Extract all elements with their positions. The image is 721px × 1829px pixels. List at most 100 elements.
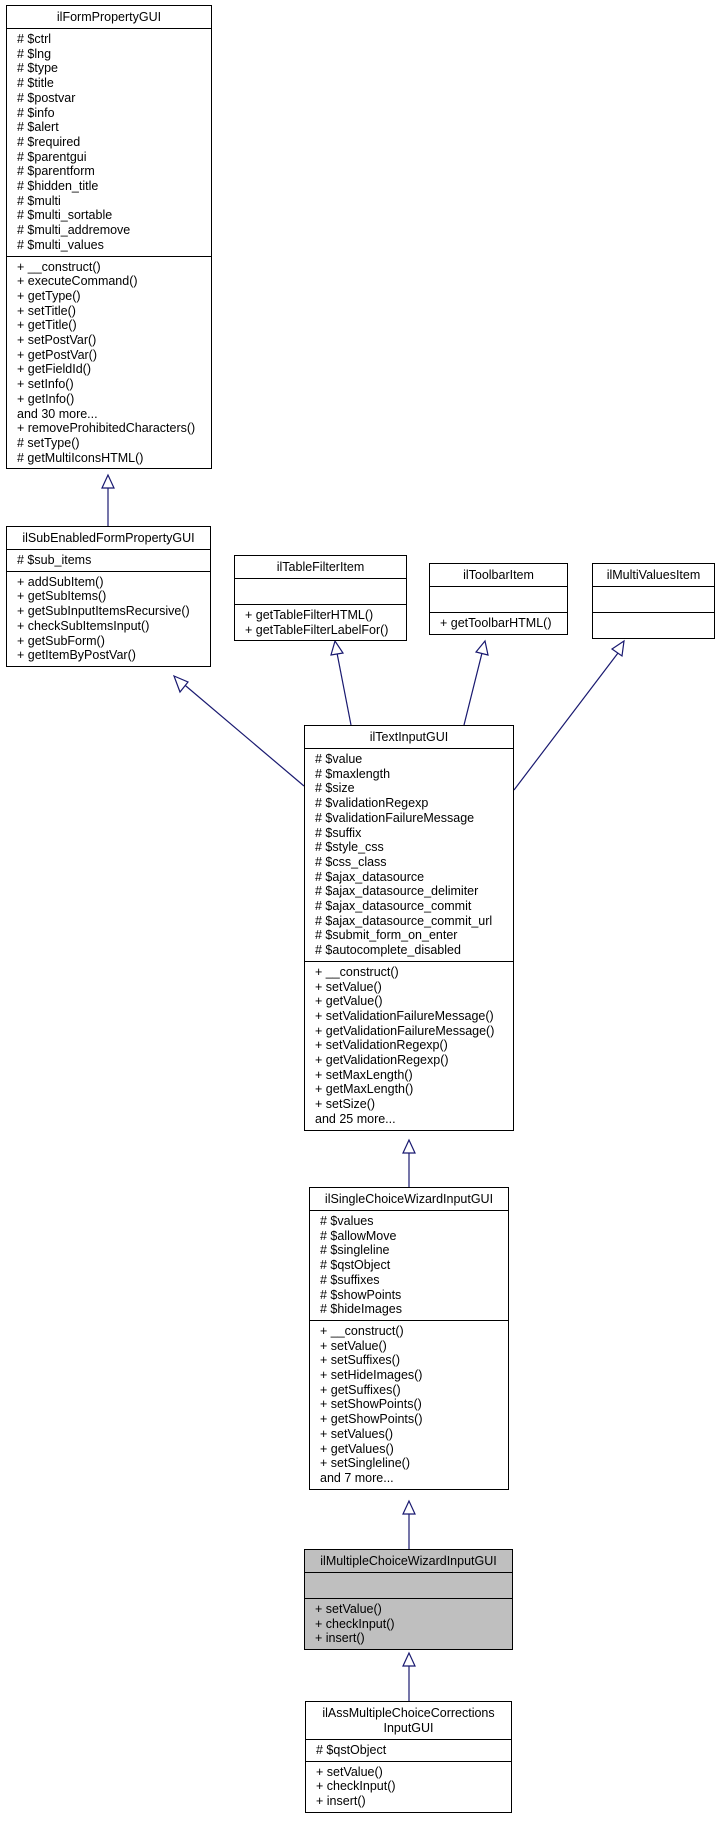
class-name: ilFormPropertyGUI xyxy=(7,6,211,29)
class-methods-section: + __construct()+ setValue()+ getValue()+… xyxy=(305,962,513,1130)
attribute-item: # $title xyxy=(17,76,54,91)
method-item: + getTableFilterLabelFor() xyxy=(245,622,389,637)
method-item: + setInfo() xyxy=(17,377,74,392)
method-item: + getType() xyxy=(17,288,81,303)
attribute-item: # $required xyxy=(17,134,81,149)
attribute-item: # $hidden_title xyxy=(17,179,99,194)
class-name: ilSingleChoiceWizardInputGUI xyxy=(310,1188,508,1211)
class-attributes-section xyxy=(305,1573,512,1599)
method-item: + setValidationRegexp() xyxy=(315,1038,448,1053)
method-item: + setSize() xyxy=(315,1097,376,1112)
attribute-item: # $ajax_datasource_commit xyxy=(315,899,472,914)
class-name: ilTableFilterItem xyxy=(235,556,406,579)
arrowhead-formproperty xyxy=(101,473,115,489)
attribute-item: # $multi_sortable xyxy=(17,208,113,223)
arrowhead-multivaluesitem xyxy=(610,639,625,658)
method-item: + getToolbarHTML() xyxy=(440,616,552,630)
attribute-item: # $parentgui xyxy=(17,149,87,164)
method-item: + insert() xyxy=(316,1794,366,1809)
attribute-item: # $type xyxy=(17,61,59,76)
attribute-item: # $ajax_datasource xyxy=(315,869,425,884)
method-item: # getMultiIconsHTML() xyxy=(17,450,144,465)
method-item: # setType() xyxy=(17,435,80,450)
attribute-item: # $hideImages xyxy=(320,1302,403,1317)
method-item: + getSubItems() xyxy=(17,589,107,604)
attribute-item: # $qstObject xyxy=(316,1743,387,1757)
attribute-item: # $suffix xyxy=(315,825,362,840)
attribute-item: # $css_class xyxy=(315,854,387,869)
class-attributes-section: # $value# $maxlength# $size# $validation… xyxy=(305,749,513,962)
method-item: + removeProhibitedCharacters() xyxy=(17,421,196,436)
attribute-item: # $size xyxy=(315,781,355,796)
class-box-iltextinputgui[interactable]: ilTextInputGUI# $value# $maxlength# $siz… xyxy=(304,725,514,1131)
class-name: ilToolbarItem xyxy=(430,564,567,587)
class-name: ilMultipleChoiceWizardInputGUI xyxy=(305,1550,512,1573)
edge-textinput-to-tablefilteritem xyxy=(336,652,352,726)
attribute-item: # $multi xyxy=(17,193,61,208)
arrowhead-multiplechoice xyxy=(402,1651,416,1667)
method-item: + setValue() xyxy=(316,1764,383,1779)
attribute-item: # $qstObject xyxy=(320,1258,391,1273)
class-methods-section: + getTableFilterHTML()+ getTableFilterLa… xyxy=(235,605,406,640)
method-item: + setSuffixes() xyxy=(320,1353,401,1368)
arrowhead-toolbaritem xyxy=(474,639,489,656)
method-item: + setValue() xyxy=(315,979,382,994)
class-name-line: ilTableFilterItem xyxy=(276,560,365,574)
method-item: + getPostVar() xyxy=(17,347,98,362)
class-box-ilmultiplechoicewizardinputgui[interactable]: ilMultipleChoiceWizardInputGUI + setValue… xyxy=(304,1549,513,1651)
class-methods-section: + __construct()+ setValue()+ setSuffixes… xyxy=(310,1321,508,1489)
class-name-line: ilAssMultipleChoiceCorrections xyxy=(322,1706,495,1720)
attribute-item: # $ajax_datasource_commit_url xyxy=(315,913,493,928)
method-item: + setMaxLength() xyxy=(315,1067,413,1082)
edge-textinput-to-toolbaritem xyxy=(463,652,483,726)
class-methods-section: + setValue()+ checkInput()+ insert() xyxy=(305,1599,512,1649)
method-item: and 25 more... xyxy=(315,1111,396,1126)
method-item: + getInfo() xyxy=(17,391,75,406)
class-box-ilmultivaluesitem[interactable]: ilMultiValuesItem xyxy=(592,563,715,639)
arrowhead-tablefilteritem xyxy=(330,639,345,656)
method-item: + getSubForm() xyxy=(17,633,105,648)
attribute-item: # $allowMove xyxy=(320,1228,397,1243)
method-item: + setValues() xyxy=(320,1426,394,1441)
method-item: + setPostVar() xyxy=(17,333,97,348)
method-item: + __construct() xyxy=(17,259,101,274)
method-item: + setValue() xyxy=(315,1602,382,1616)
class-name: ilSubEnabledFormPropertyGUI xyxy=(7,527,210,550)
arrowhead-singlechoice xyxy=(402,1499,416,1515)
class-attributes-section xyxy=(235,579,406,605)
attribute-item: # $maxlength xyxy=(315,766,391,781)
class-box-ilsubenabledformpropertygui[interactable]: ilSubEnabledFormPropertyGUI # $sub_items +… xyxy=(6,526,211,667)
method-item: and 30 more... xyxy=(17,406,98,421)
class-name-line: InputGUI xyxy=(383,1721,434,1735)
attribute-item: # $sub_items xyxy=(17,553,92,567)
class-box-iltablefilteritem[interactable]: ilTableFilterItem + getTableFilterHTML()+… xyxy=(234,555,407,642)
method-item: + getFieldId() xyxy=(17,362,91,377)
method-item: + getMaxLength() xyxy=(315,1082,414,1097)
attribute-item: # $multi_addremove xyxy=(17,223,131,238)
class-methods-section: + addSubItem()+ getSubItems()+ getSubInp… xyxy=(7,572,210,666)
class-box-iltoolbaritem[interactable]: ilToolbarItem + getToolbarHTML() xyxy=(429,563,568,635)
method-item: + getItemByPostVar() xyxy=(17,648,136,663)
attribute-item: # $showPoints xyxy=(320,1287,402,1302)
attribute-item: # $suffixes xyxy=(320,1272,380,1287)
method-item: + executeCommand() xyxy=(17,274,138,289)
class-name-line: ilSubEnabledFormPropertyGUI xyxy=(22,531,195,545)
method-item: + setTitle() xyxy=(17,303,76,318)
attribute-item: # $ctrl xyxy=(17,32,52,46)
method-item: + checkInput() xyxy=(315,1616,395,1631)
method-item: + __construct() xyxy=(315,964,399,979)
method-item: + getValues() xyxy=(320,1441,394,1456)
method-item: + getShowPoints() xyxy=(320,1412,423,1427)
method-item: + checkInput() xyxy=(316,1779,396,1794)
class-name-line: ilToolbarItem xyxy=(463,568,534,582)
method-item: + setShowPoints() xyxy=(320,1397,422,1412)
class-box-ilformpropertygui[interactable]: ilFormPropertyGUI# $ctrl# $lng# $type# $… xyxy=(6,5,212,470)
class-methods-section: + setValue()+ checkInput()+ insert() xyxy=(306,1762,511,1812)
attribute-item: # $value xyxy=(315,752,363,766)
class-name-line: ilSingleChoiceWizardInputGUI xyxy=(324,1192,494,1206)
class-name: ilMultiValuesItem xyxy=(593,564,714,587)
method-item: + setValidationFailureMessage() xyxy=(315,1008,494,1023)
class-box-ilsinglechoicewizardinputgui[interactable]: ilSingleChoiceWizardInputGUI# $values# $… xyxy=(309,1187,509,1490)
method-item: + insert() xyxy=(315,1631,365,1646)
